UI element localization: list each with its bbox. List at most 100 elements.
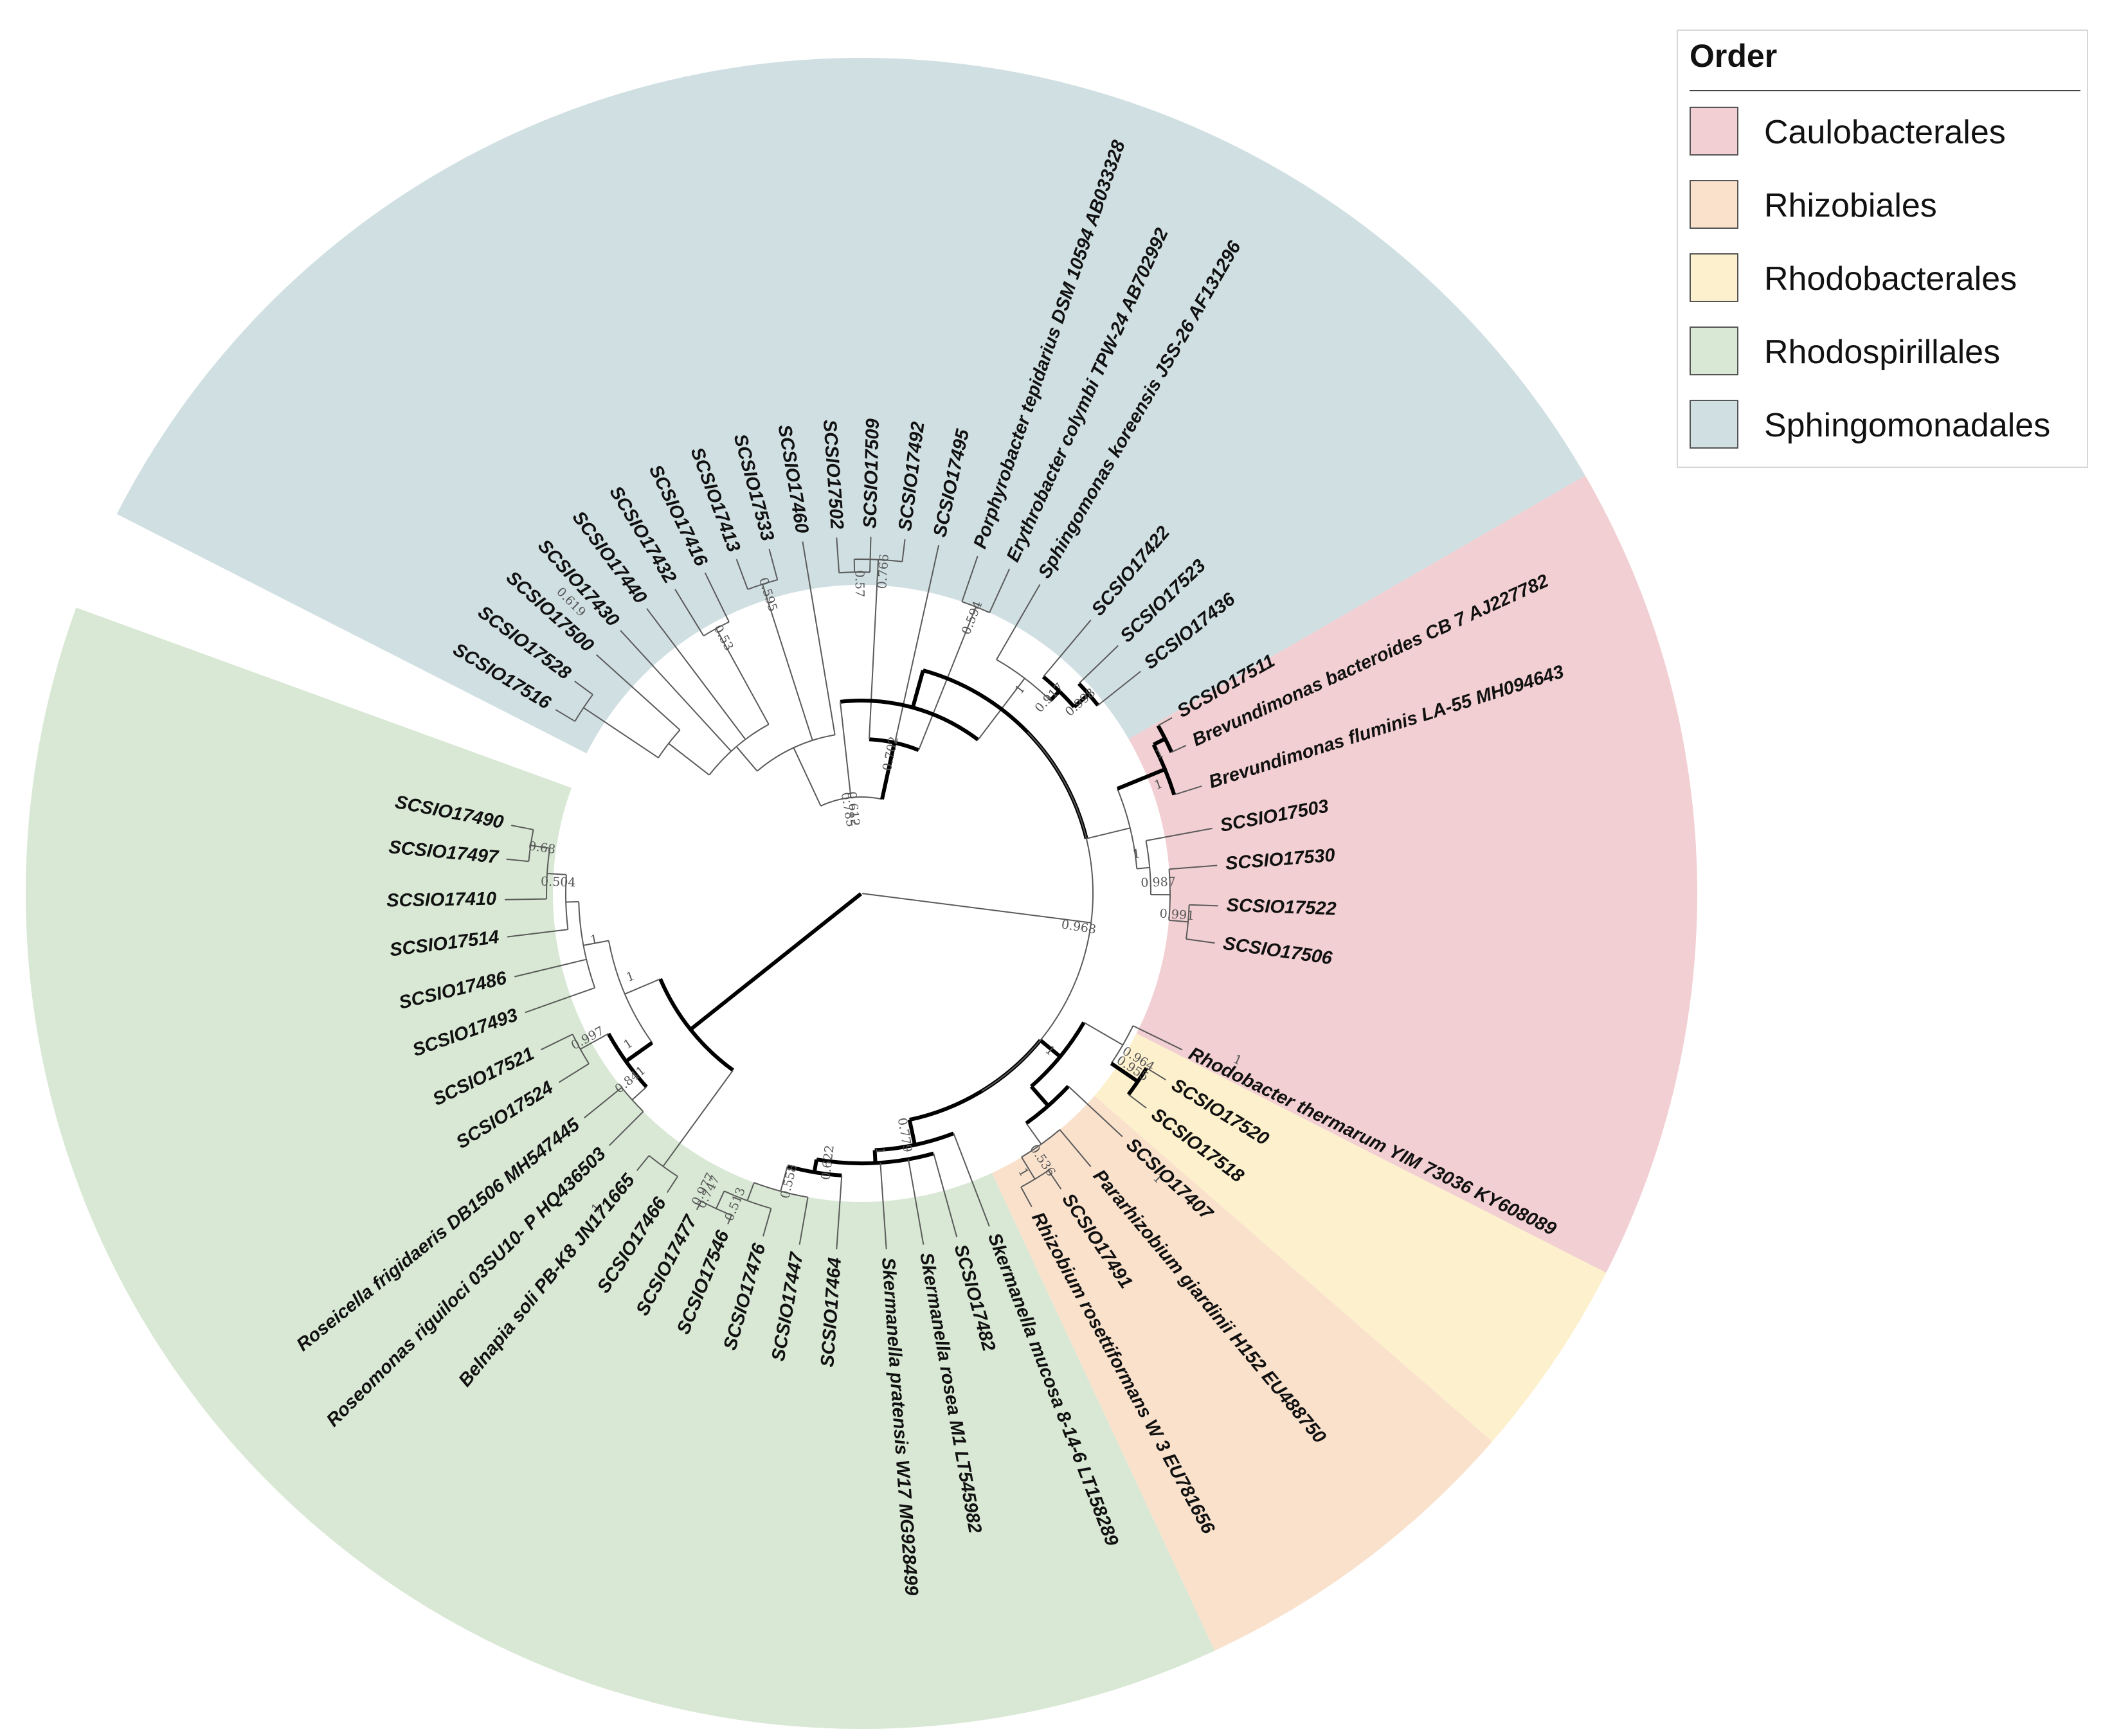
- branch-line: [696, 1201, 702, 1210]
- legend-swatch-rhodospirillales: [1690, 327, 1738, 375]
- branch-line: [1153, 737, 1166, 747]
- branch-line: [624, 978, 661, 995]
- branch-line: [869, 559, 879, 740]
- branch-line: [910, 670, 925, 708]
- branch-line: [1025, 1123, 1042, 1145]
- branch-line: [1078, 645, 1119, 685]
- branch-line: [961, 555, 978, 602]
- branch-line: [636, 1155, 650, 1171]
- branch-line: [735, 746, 758, 772]
- branch-line: [1171, 744, 1187, 753]
- branch-line: [768, 548, 779, 580]
- legend-label-sphingomonadales: Sphingomonadales: [1764, 407, 2051, 444]
- sector-rhodospirillales: [26, 607, 1215, 1729]
- branch-line: [511, 825, 534, 830]
- branch-line: [1116, 767, 1166, 791]
- tree-inner-background: [553, 585, 1170, 1202]
- branch-line: [861, 893, 1092, 924]
- branch-line: [839, 701, 852, 798]
- branch-line: [620, 630, 732, 752]
- branch-line: [1110, 1062, 1139, 1084]
- branch-line: [546, 873, 566, 875]
- branch-line: [996, 584, 1041, 660]
- branch-line: [574, 681, 593, 695]
- sector-caulobacterales: [861, 476, 1697, 1273]
- legend-label-rhodospirillales: Rhodospirillales: [1764, 334, 2001, 371]
- branch-line: [555, 709, 575, 722]
- branch-line: [802, 541, 836, 735]
- branch-line: [1128, 1094, 1147, 1109]
- legend-title: Order: [1690, 38, 1778, 74]
- clade-arc: [757, 734, 835, 772]
- legend-label-rhizobiales: Rhizobiales: [1764, 187, 1937, 224]
- branch-line: [631, 1086, 647, 1100]
- clade-arc: [1117, 788, 1138, 869]
- branch-line: [505, 898, 547, 900]
- support-value: 1: [1132, 846, 1141, 861]
- support-value: 0.766: [875, 553, 892, 589]
- branch-line: [1059, 1129, 1092, 1167]
- legend-item-rhodobacterales: Rhodobacterales: [1690, 253, 2075, 305]
- branch-line: [525, 987, 595, 1014]
- branch-line: [1039, 1039, 1062, 1059]
- branch-line: [1097, 670, 1141, 706]
- legend: Order Caulobacterales Rhizobiales Rhodob…: [1677, 30, 2088, 468]
- branch-line: [1072, 692, 1090, 709]
- legend-item-rhodospirillales: Rhodospirillales: [1690, 327, 2075, 378]
- branch-line: [1086, 827, 1131, 839]
- branch-line: [716, 628, 770, 725]
- branch-line: [836, 537, 840, 573]
- branch-line: [715, 1190, 725, 1209]
- legend-swatch-rhizobiales: [1690, 180, 1738, 229]
- support-value: 1: [589, 932, 599, 947]
- branch-line: [1146, 1067, 1166, 1080]
- branch-line: [746, 1182, 755, 1201]
- branch-line: [540, 1034, 573, 1051]
- branch-line: [780, 1166, 788, 1192]
- sector-sphingomonadales: [116, 58, 1585, 893]
- branch-line: [812, 1159, 818, 1173]
- branch-line: [879, 1162, 887, 1249]
- branch-line: [1043, 620, 1092, 677]
- branch-line: [584, 1087, 622, 1119]
- branch-line: [727, 1215, 732, 1224]
- support-value: 1: [873, 1147, 888, 1156]
- branch-line: [989, 568, 1011, 613]
- branch-line: [1157, 717, 1173, 726]
- branch-line: [1132, 1025, 1183, 1051]
- branch-line: [872, 1150, 878, 1163]
- branch-line: [1021, 1156, 1036, 1180]
- tip-label: SCSIO17410: [386, 889, 496, 911]
- branch-line: [933, 1153, 958, 1238]
- clade-arc: [820, 796, 883, 807]
- branch-line: [646, 608, 746, 740]
- support-value: 0.991: [1159, 906, 1195, 923]
- branch-line: [901, 539, 906, 562]
- legend-item-caulobacterales: Caulobacterales: [1690, 107, 2075, 158]
- branch-line: [1020, 1186, 1032, 1208]
- branch-line: [507, 929, 568, 938]
- branch-line: [1029, 1085, 1050, 1107]
- branch-line: [608, 1111, 644, 1147]
- branch-line: [1083, 1021, 1124, 1046]
- branch-line: [735, 559, 749, 590]
- branch-line: [558, 1063, 590, 1083]
- branch-line: [1169, 919, 1189, 923]
- branch-line: [1174, 785, 1202, 796]
- branch-line: [595, 654, 681, 731]
- branch-line: [580, 1033, 609, 1050]
- order-sectors: [26, 58, 1697, 1729]
- branch-line: [762, 584, 813, 741]
- branch-line: [583, 940, 609, 946]
- support-value: 0.57: [852, 570, 867, 598]
- branch-line: [704, 572, 730, 623]
- branch-line: [514, 958, 587, 978]
- clade-arc: [1030, 1021, 1086, 1088]
- branch-line: [624, 1041, 654, 1063]
- branch-line: [1137, 866, 1150, 870]
- branch-line: [1068, 1086, 1123, 1138]
- clade-arc: [578, 901, 596, 989]
- clade-arc: [648, 1155, 678, 1177]
- branch-line: [666, 1176, 678, 1194]
